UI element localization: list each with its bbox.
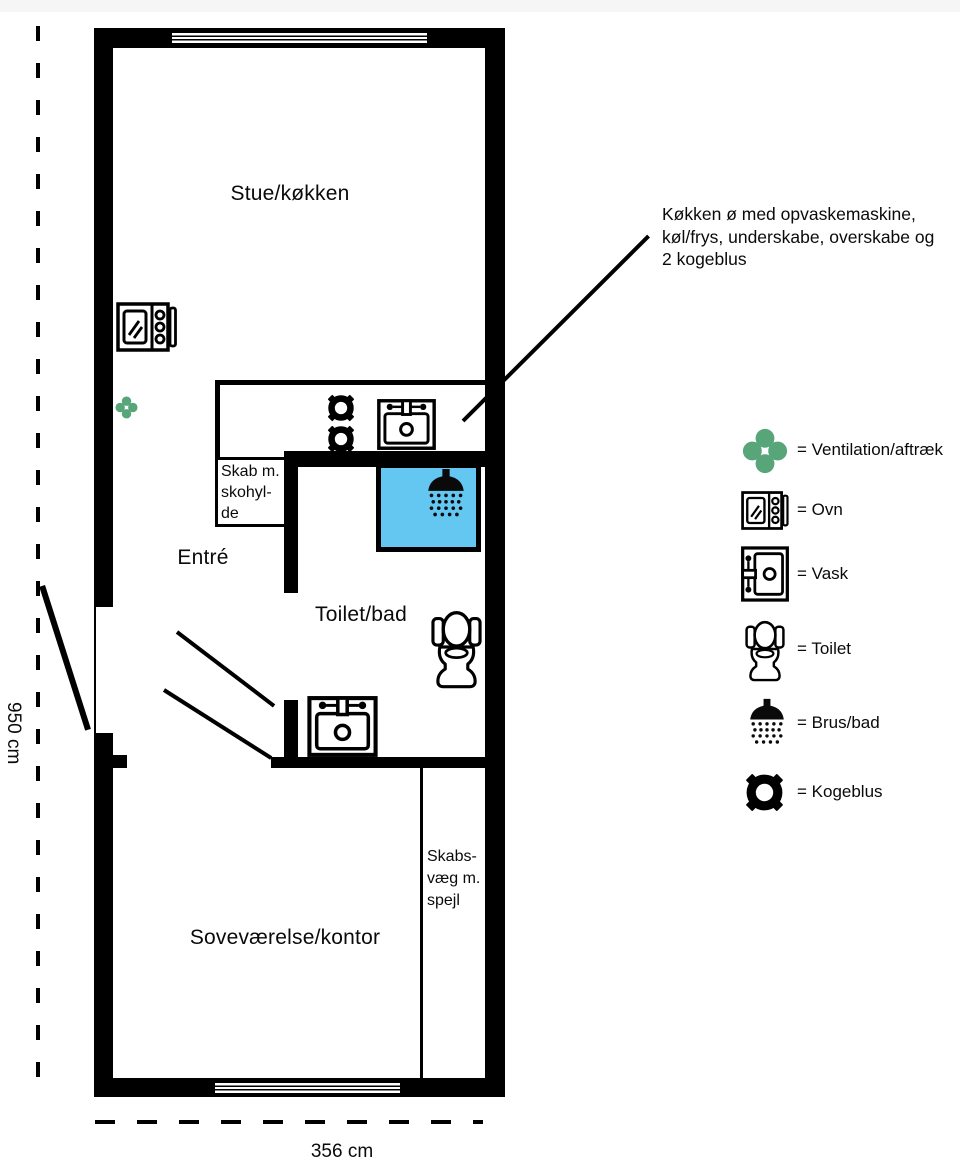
shoe-closet-label: Skab m. skohyl- de xyxy=(221,463,280,522)
wall-left-upper xyxy=(94,28,113,607)
shoe-closet-box xyxy=(215,457,287,527)
ventilation-icon xyxy=(115,396,138,419)
shower-icon xyxy=(426,468,466,521)
bedroom-wall-stub xyxy=(94,755,127,768)
shower-icon xyxy=(748,698,786,748)
legend-label-ventilation: = Ventilation/aftræk xyxy=(797,440,944,459)
toilet-icon xyxy=(744,616,786,682)
legend-label-burner: = Kogeblus xyxy=(797,782,883,801)
legend-label-shower: = Brus/bad xyxy=(797,713,880,732)
wall-left-lower xyxy=(94,733,113,1097)
height-dimension-label: 950 cm xyxy=(3,702,24,765)
width-dimension-label: 356 cm xyxy=(310,1141,374,1162)
door-swing-line xyxy=(175,630,276,708)
kitchen-annotation: Køkken ø med opvaskemaskine, køl/frys, u… xyxy=(662,204,935,269)
bathroom-wall-left xyxy=(284,451,298,593)
ventilation-icon xyxy=(742,428,788,474)
room-label-bathroom: Toilet/bad xyxy=(315,603,407,626)
window-top xyxy=(172,33,427,43)
burner-icon xyxy=(325,392,357,424)
dimension-line-horizontal xyxy=(95,1120,483,1124)
dimension-line-vertical xyxy=(36,26,40,1098)
entrance-threshold-line xyxy=(94,607,96,733)
burner-icon xyxy=(325,423,357,455)
window-bottom xyxy=(215,1083,400,1093)
shower-area xyxy=(376,463,481,552)
room-label-living-kitchen: Stue/køkken xyxy=(230,182,350,205)
room-label-entry: Entré xyxy=(177,546,229,569)
top-strip xyxy=(0,0,960,12)
door-swing-line xyxy=(162,688,273,760)
toilet-icon xyxy=(431,604,482,690)
burner-icon xyxy=(742,770,787,815)
legend-label-oven: = Ovn xyxy=(797,500,843,519)
oven-icon xyxy=(116,300,180,354)
bathroom-door-jamb xyxy=(284,700,298,758)
legend-label-sink: = Vask xyxy=(797,564,849,583)
entrance-door-leaf xyxy=(39,585,91,731)
sink-icon xyxy=(741,545,789,603)
mirror-closet-label: Skabs- væg m. spejl xyxy=(427,848,481,909)
oven-icon xyxy=(741,489,791,532)
kitchen-sink-icon xyxy=(377,399,436,450)
bedroom-wall-top xyxy=(271,757,485,768)
wall-right xyxy=(485,28,505,1097)
legend-label-toilet: = Toilet xyxy=(797,639,852,658)
closet-wall-divider-line xyxy=(420,768,423,1078)
bathroom-sink-icon xyxy=(306,696,379,757)
kitchen-island-counter xyxy=(215,380,485,457)
room-label-bedroom: Soveværelse/kontor xyxy=(189,926,381,949)
